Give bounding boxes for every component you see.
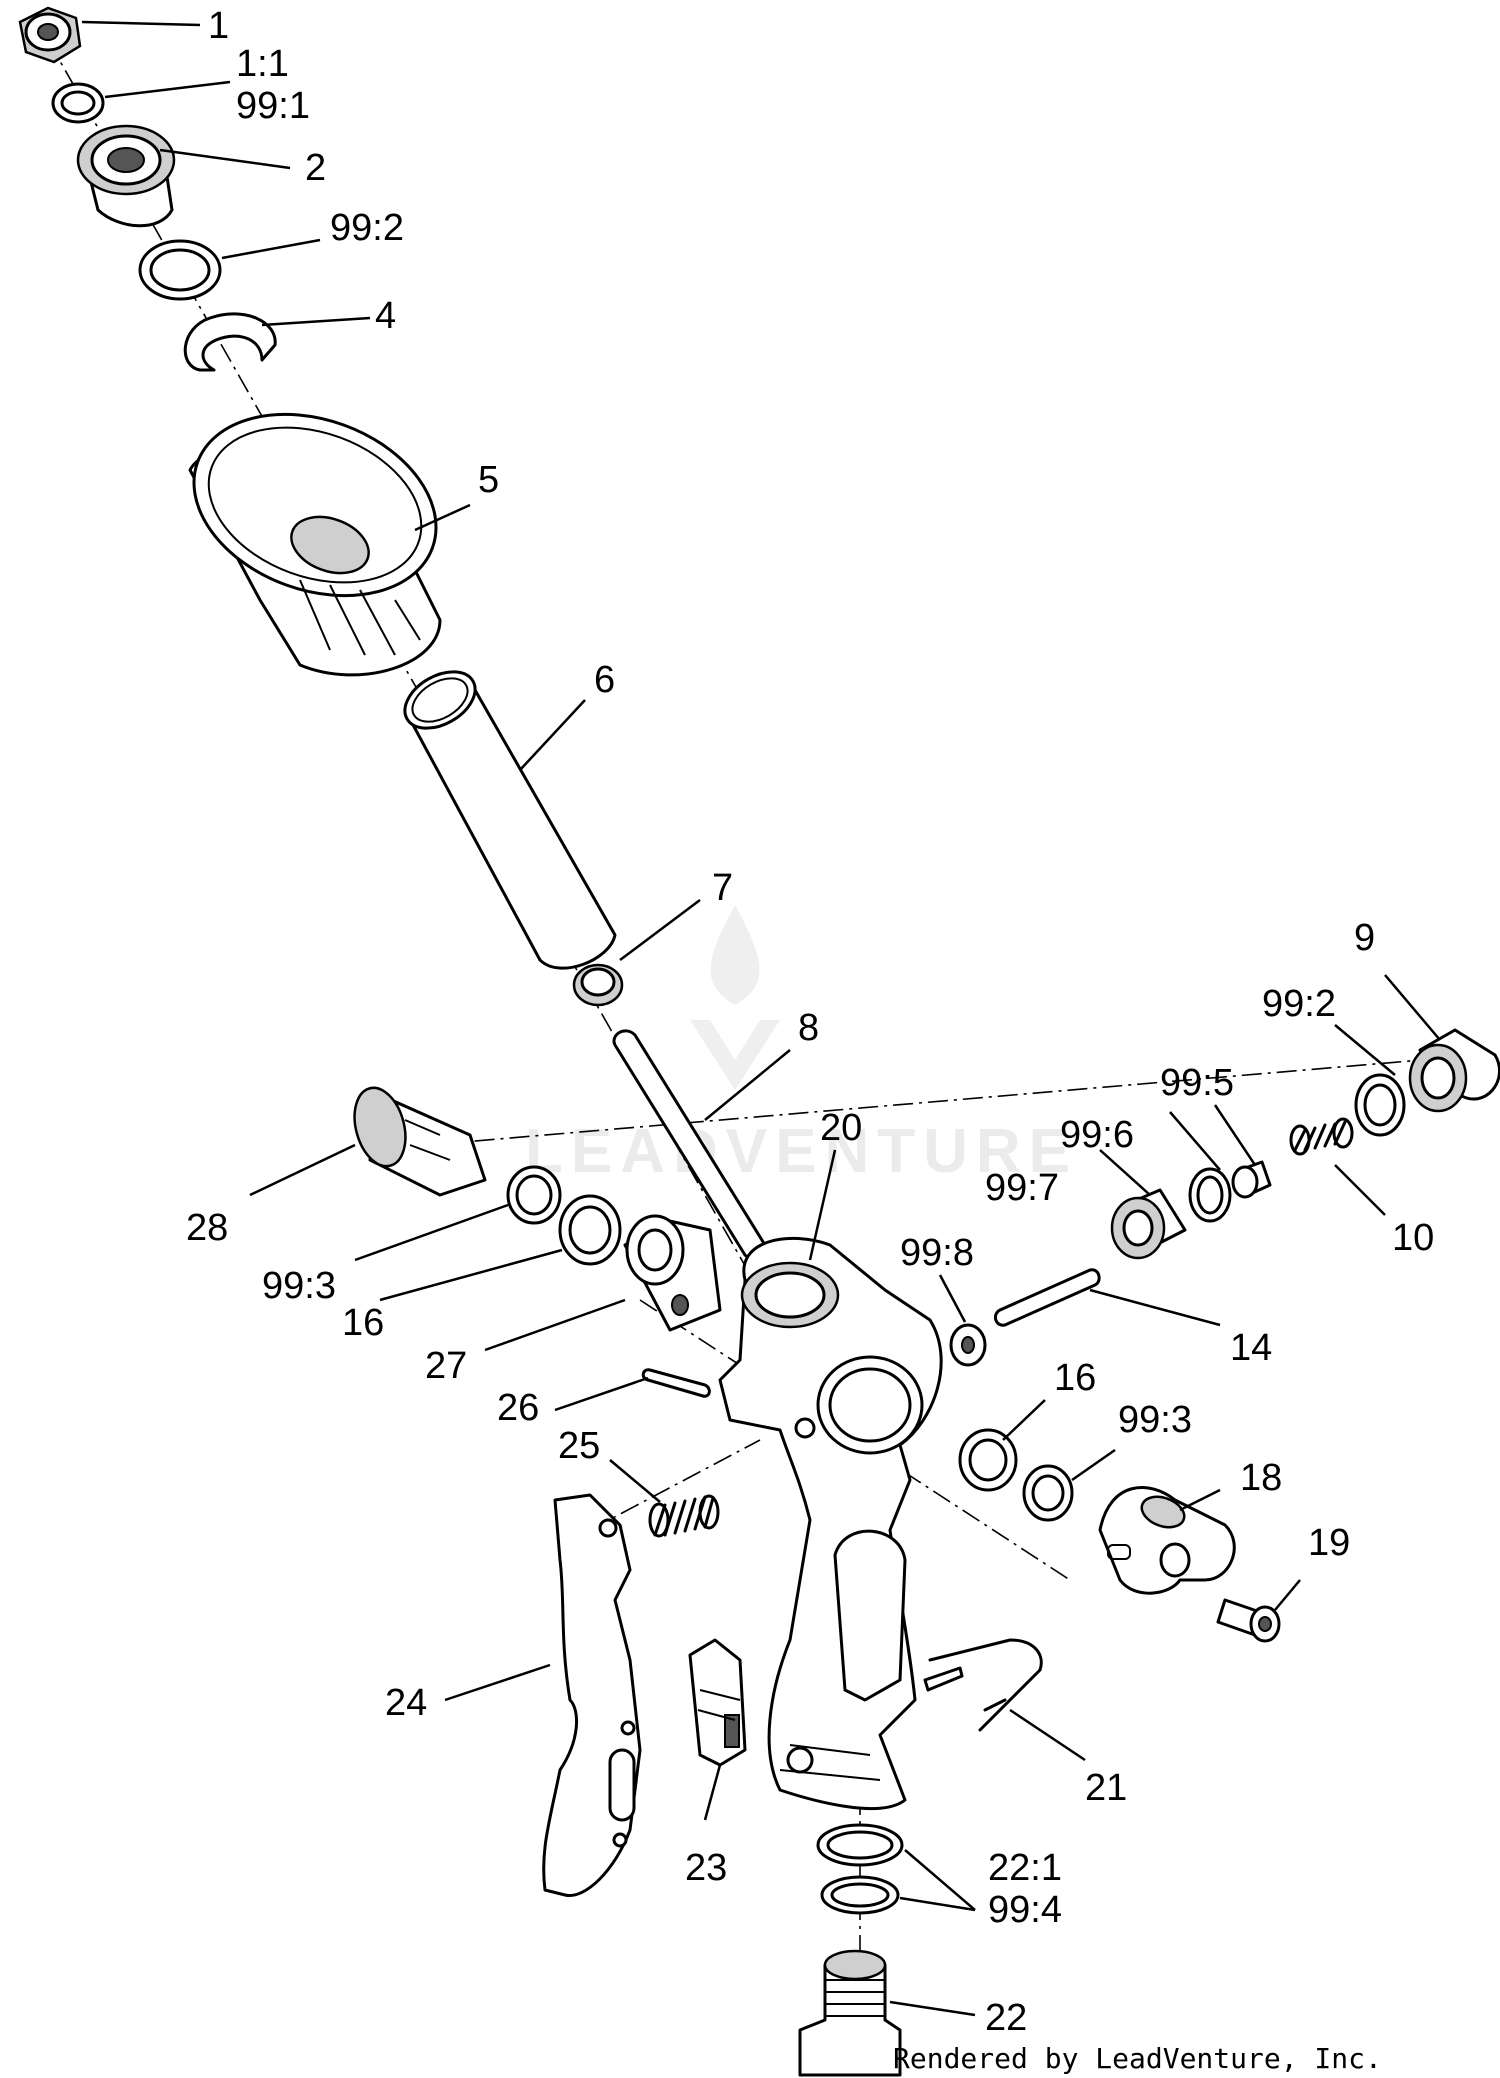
label-1: 1 xyxy=(208,5,229,47)
part-14-pin xyxy=(993,1268,1101,1327)
label-24: 24 xyxy=(385,1682,427,1724)
part-10-spring xyxy=(1289,1117,1354,1156)
part-6-tube xyxy=(403,670,617,970)
label-10: 10 xyxy=(1392,1217,1434,1259)
label-99-6: 99:6 xyxy=(1060,1114,1134,1156)
label-1-1: 1:1 xyxy=(236,43,289,85)
part-99-3-ring-right xyxy=(1022,1464,1074,1522)
part-24-trigger xyxy=(542,1493,642,1898)
part-16-ring-right xyxy=(958,1428,1018,1492)
part-9-bushing xyxy=(1408,1028,1500,1113)
label-25: 25 xyxy=(558,1425,600,1467)
part-2-fitting xyxy=(76,124,176,228)
label-8: 8 xyxy=(798,1007,819,1049)
label-99-2-upper: 99:2 xyxy=(330,207,404,249)
label-14: 14 xyxy=(1230,1327,1272,1369)
part-26-pin xyxy=(641,1368,711,1398)
part-4-clip xyxy=(183,312,277,372)
label-4: 4 xyxy=(375,295,396,337)
part-25-spring xyxy=(648,1494,720,1538)
part-7-valve xyxy=(572,963,624,1007)
label-20: 20 xyxy=(820,1107,862,1149)
label-99-4: 99:4 xyxy=(988,1889,1062,1931)
part-99-8-washer xyxy=(949,1323,987,1367)
label-5: 5 xyxy=(478,459,499,501)
label-27: 27 xyxy=(425,1345,467,1387)
part-23-latch xyxy=(688,1638,747,1767)
render-credit: Rendered by LeadVenture, Inc. xyxy=(893,2042,1382,2075)
label-99-3-right: 99:3 xyxy=(1118,1399,1192,1441)
part-20-body xyxy=(718,1237,943,1811)
label-99-1: 99:1 xyxy=(236,85,310,127)
label-28: 28 xyxy=(186,1207,228,1249)
label-21: 21 xyxy=(1085,1767,1127,1809)
part-21-bail xyxy=(923,1638,1043,1732)
label-99-3-left: 99:3 xyxy=(262,1265,336,1307)
part-99-2-ring-upper xyxy=(138,239,222,301)
part-5-shroud xyxy=(188,412,442,677)
label-19: 19 xyxy=(1308,1522,1350,1564)
label-23: 23 xyxy=(685,1847,727,1889)
part-99-3-ring-left xyxy=(506,1165,562,1225)
label-7: 7 xyxy=(712,867,733,909)
callout-labels: 1 1:1 99:1 2 99:2 4 5 6 7 8 9 99:2 99:5 … xyxy=(186,5,1434,2039)
label-99-7: 99:7 xyxy=(985,1167,1059,1209)
part-99-6-ring xyxy=(1188,1167,1232,1223)
label-2: 2 xyxy=(305,147,326,189)
label-99-5: 99:5 xyxy=(1160,1062,1234,1104)
label-9: 9 xyxy=(1354,917,1375,959)
part-99-4-ring xyxy=(820,1875,900,1915)
part-28-plunger xyxy=(353,1086,487,1197)
leader-lines xyxy=(81,20,1441,2017)
part-1-1-oring xyxy=(51,82,105,124)
part-1-nut xyxy=(18,6,82,64)
label-22-1: 22:1 xyxy=(988,1847,1062,1889)
part-22-inlet xyxy=(798,1949,902,2077)
part-18-knob xyxy=(1098,1486,1236,1595)
part-99-5-poppet xyxy=(1231,1160,1272,1199)
label-18: 18 xyxy=(1240,1457,1282,1499)
label-16-left: 16 xyxy=(342,1302,384,1344)
label-6: 6 xyxy=(594,659,615,701)
part-99-2-ring-right xyxy=(1354,1073,1406,1137)
label-26: 26 xyxy=(497,1387,539,1429)
label-99-2-right: 99:2 xyxy=(1262,983,1336,1025)
part-16-ring-left xyxy=(558,1194,622,1266)
part-27-cylinder xyxy=(623,1214,722,1332)
part-19-screw xyxy=(1216,1598,1281,1643)
label-22: 22 xyxy=(985,1997,1027,2039)
part-99-7-seat xyxy=(1110,1188,1187,1260)
label-16-right: 16 xyxy=(1054,1357,1096,1399)
part-22-1-ring xyxy=(816,1823,904,1867)
label-99-8: 99:8 xyxy=(900,1232,974,1274)
